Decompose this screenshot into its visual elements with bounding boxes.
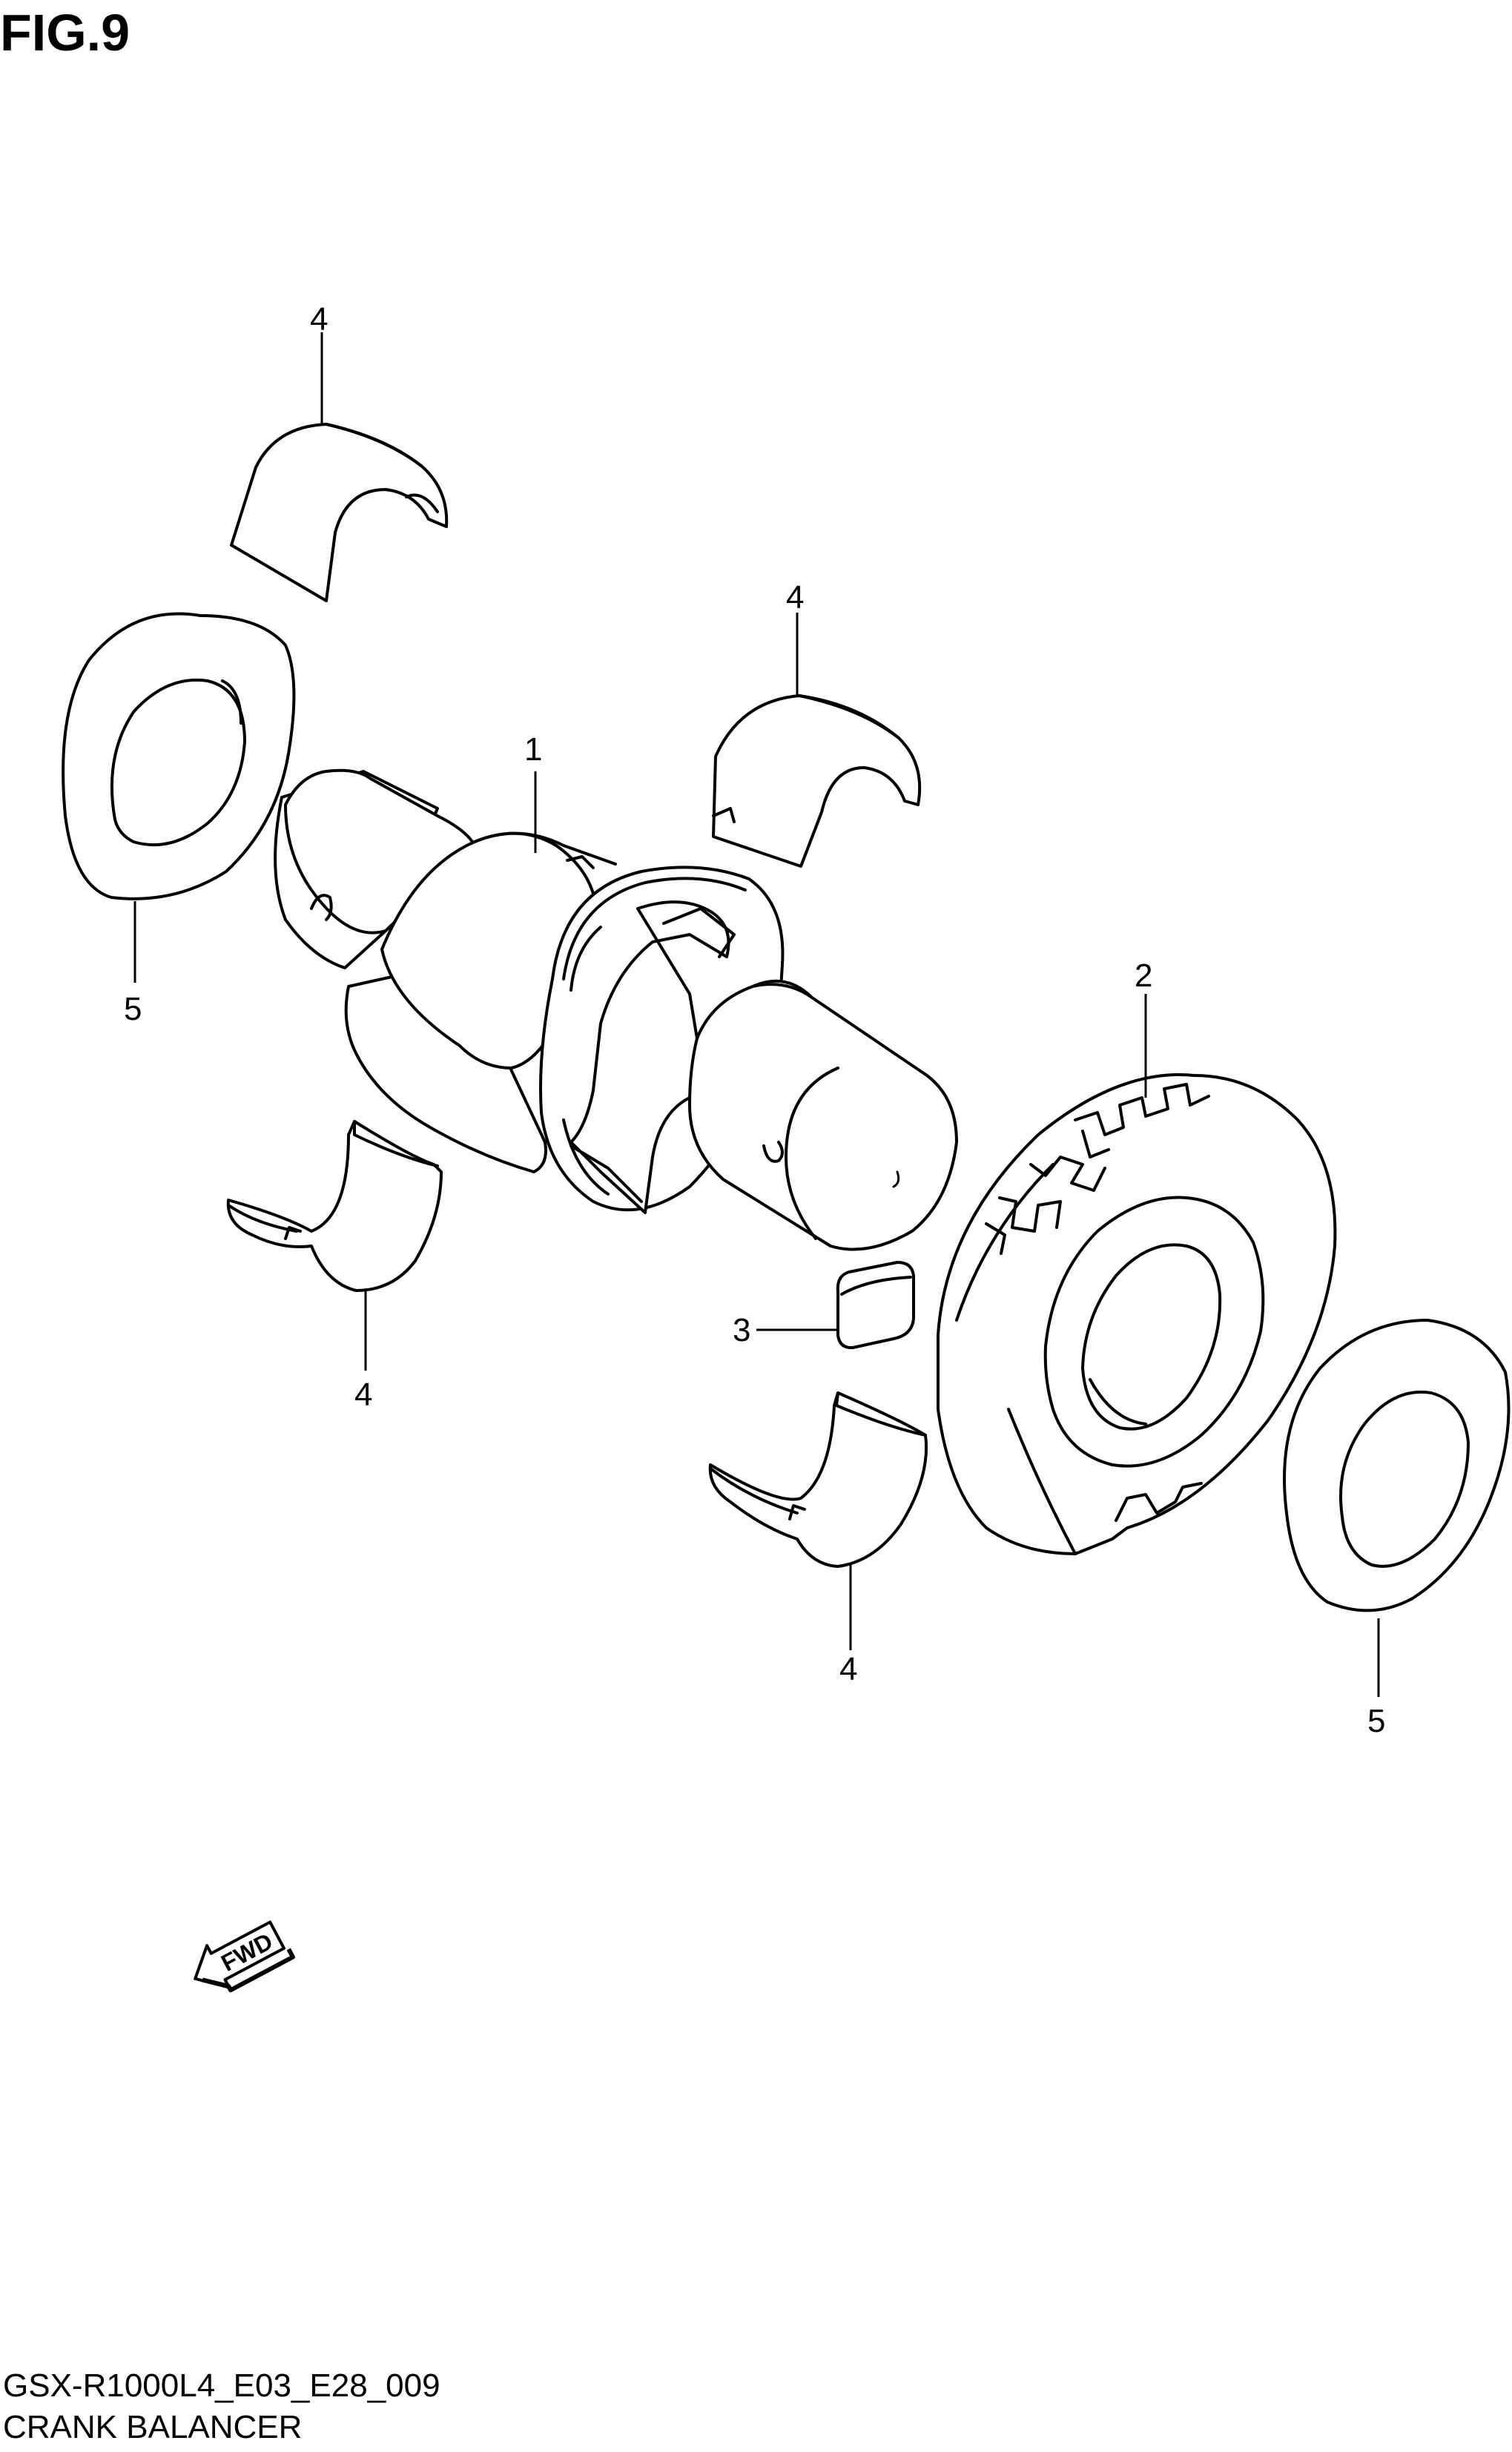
bearing-half-upper-right — [712, 694, 922, 868]
bearing-half-top-left — [230, 423, 449, 602]
callout-1-balancer-shaft: 1 — [524, 731, 542, 768]
thrust-washer-left — [62, 612, 296, 900]
key-part — [836, 1261, 915, 1350]
drawing-name: CRANK BALANCER — [3, 2409, 303, 2445]
callout-5-left-washer: 5 — [124, 991, 142, 1027]
callout-4-lower-right: 4 — [839, 1651, 857, 1687]
bearing-half-lower-right — [708, 1391, 928, 1568]
callout-4-lower-left: 4 — [354, 1377, 372, 1413]
callout-2-balancer-gear: 2 — [1135, 958, 1152, 994]
bearing-half-lower-left — [226, 1120, 443, 1292]
fwd-arrow-icon: FWD — [194, 1920, 295, 1993]
drawing-code: GSX-R1000L4_E03_E28_009 — [3, 2367, 440, 2404]
figure-title: FIG.9 — [0, 4, 131, 62]
thrust-washer-right — [1283, 1319, 1511, 1612]
callout-4-upper-right: 4 — [786, 579, 804, 616]
callout-4-top-left: 4 — [310, 301, 328, 337]
callout-5-right-washer: 5 — [1367, 1703, 1385, 1739]
callout-3-key: 3 — [733, 1312, 750, 1348]
balancer-gear — [937, 1073, 1337, 1555]
balancer-shaft — [274, 768, 958, 1251]
